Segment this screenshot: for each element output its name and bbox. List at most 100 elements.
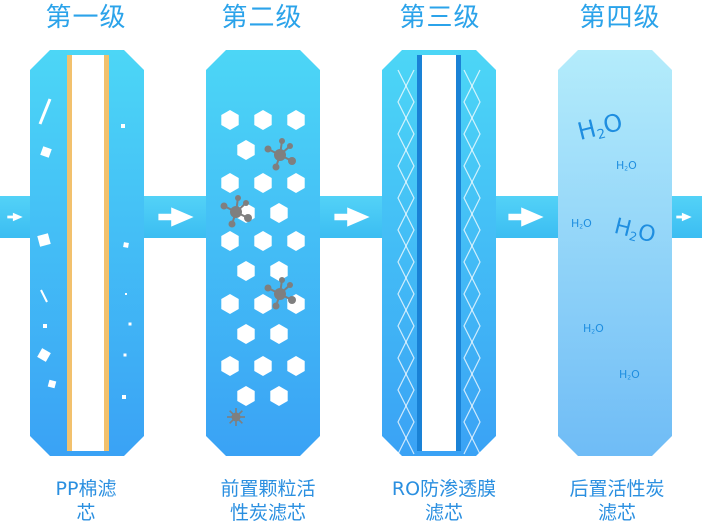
carbon-granule [221, 231, 239, 251]
carbon-granule [237, 140, 255, 160]
flow-arrow-icon [334, 207, 370, 227]
water-molecule-part: O [631, 368, 640, 381]
membrane-fold [397, 69, 415, 455]
debris-particle [123, 242, 129, 248]
carbon-granule [221, 294, 239, 314]
pp-core [72, 55, 104, 451]
carbon-granule [287, 110, 305, 130]
water-molecule-part: O [583, 217, 592, 230]
contaminant-molecule-icon [264, 138, 296, 171]
carbon-granule [254, 231, 272, 251]
granular-carbon-filter-icon [220, 110, 305, 426]
stage-3-caption-line-2: 滤芯 [424, 502, 463, 524]
molecule-atom [279, 138, 285, 144]
molecule-atom [287, 282, 293, 288]
water-molecule-part: O [595, 322, 604, 335]
debris-particle [37, 233, 51, 247]
stage-2-caption: 前置颗粒活 性炭滤芯 [198, 477, 338, 525]
membrane-fold [463, 69, 481, 455]
water-molecule-part: H [583, 322, 591, 335]
molecule-atom [235, 195, 241, 201]
water-molecule-label: H2O [616, 159, 637, 173]
ro-core [422, 55, 456, 451]
debris-particle [128, 322, 132, 326]
stage-3-caption-line-1: RO防渗透膜 [391, 478, 497, 500]
molecule-atom [287, 143, 293, 149]
stage-1-caption-line-2: 芯 [76, 502, 96, 524]
debris-particle [125, 293, 127, 295]
contaminant-molecule-icon [220, 195, 252, 228]
carbon-granule [270, 261, 288, 281]
carbon-granule [270, 324, 288, 344]
carbon-granule [287, 173, 305, 193]
stage-4-caption: 后置活性炭 滤芯 [547, 477, 687, 525]
molecule-atom [264, 145, 272, 153]
carbon-granule [237, 386, 255, 406]
debris-particle [121, 124, 125, 128]
debris-particle [37, 348, 51, 362]
carbon-granule [270, 203, 288, 223]
fiber-strand [40, 289, 48, 303]
molecule-core [230, 206, 242, 218]
ro-core-edge-left [417, 55, 422, 451]
water-molecule-label: H2O [612, 214, 658, 249]
molecule-core [274, 149, 286, 161]
membrane-fold [397, 69, 415, 455]
membrane-fold [463, 69, 481, 455]
water-molecule-part: H [616, 159, 624, 172]
contaminant-molecule-icon [264, 277, 296, 310]
bacteria-body [231, 412, 241, 422]
molecule-atom [228, 220, 236, 228]
stage-3-title: 第三级 [399, 3, 481, 33]
water-molecule-part: 2 [628, 229, 639, 244]
water-molecule-text: H2O [571, 217, 592, 231]
flow-arrow-icon [7, 212, 23, 222]
stage-1-caption-line-1: PP棉滤 [55, 478, 117, 500]
carbon-granule [237, 324, 255, 344]
carbon-granule [221, 356, 239, 376]
water-molecule-text: H2O [612, 214, 658, 249]
debris-particle [40, 146, 52, 158]
stage-2-caption-line-2: 性炭滤芯 [229, 502, 306, 524]
stage-2-cartridge [206, 50, 320, 456]
molecule-atom [244, 214, 252, 222]
water-molecule-part: 2 [596, 127, 608, 144]
stage-2-title: 第二级 [221, 3, 303, 33]
debris-particle [43, 324, 47, 328]
stage-4-caption-line-1: 后置活性炭 [569, 478, 665, 500]
molecule-atom [272, 302, 280, 310]
molecule-atom [264, 284, 272, 292]
ro-membrane-filter-icon [397, 55, 481, 455]
water-molecule-part: 2 [624, 166, 628, 173]
carbon-granule [270, 386, 288, 406]
stage-1-caption: PP棉滤 芯 [16, 477, 156, 525]
stage-4-title: 第四级 [579, 3, 661, 33]
carbon-granule [254, 294, 272, 314]
water-molecule-part: H [619, 368, 627, 381]
carbon-granule [237, 261, 255, 281]
carbon-granule [287, 356, 305, 376]
pp-core-edge-right [104, 55, 109, 451]
stage-4-caption-line-2: 滤芯 [597, 502, 636, 524]
molecule-atom [288, 296, 296, 304]
carbon-granule [287, 231, 305, 251]
bacteria-icon [227, 408, 245, 426]
water-molecule-text: H2O [583, 322, 604, 336]
debris-particle [47, 379, 57, 389]
stage-2-caption-line-1: 前置颗粒活 [220, 478, 316, 500]
water-molecule-part: 2 [579, 224, 583, 231]
debris-particle [122, 395, 126, 399]
carbon-granule [254, 356, 272, 376]
fiber-strand [38, 98, 52, 125]
pp-core-edge-left [67, 55, 72, 451]
stage-3-caption: RO防渗透膜 滤芯 [374, 477, 514, 525]
water-molecule-part: O [628, 159, 637, 172]
water-molecule-text: H2O [619, 368, 640, 382]
flow-arrow-icon [508, 207, 544, 227]
molecule-atom [220, 202, 228, 210]
carbon-granule [221, 173, 239, 193]
carbon-granule [254, 110, 272, 130]
water-molecule-text: H2O [616, 159, 637, 173]
